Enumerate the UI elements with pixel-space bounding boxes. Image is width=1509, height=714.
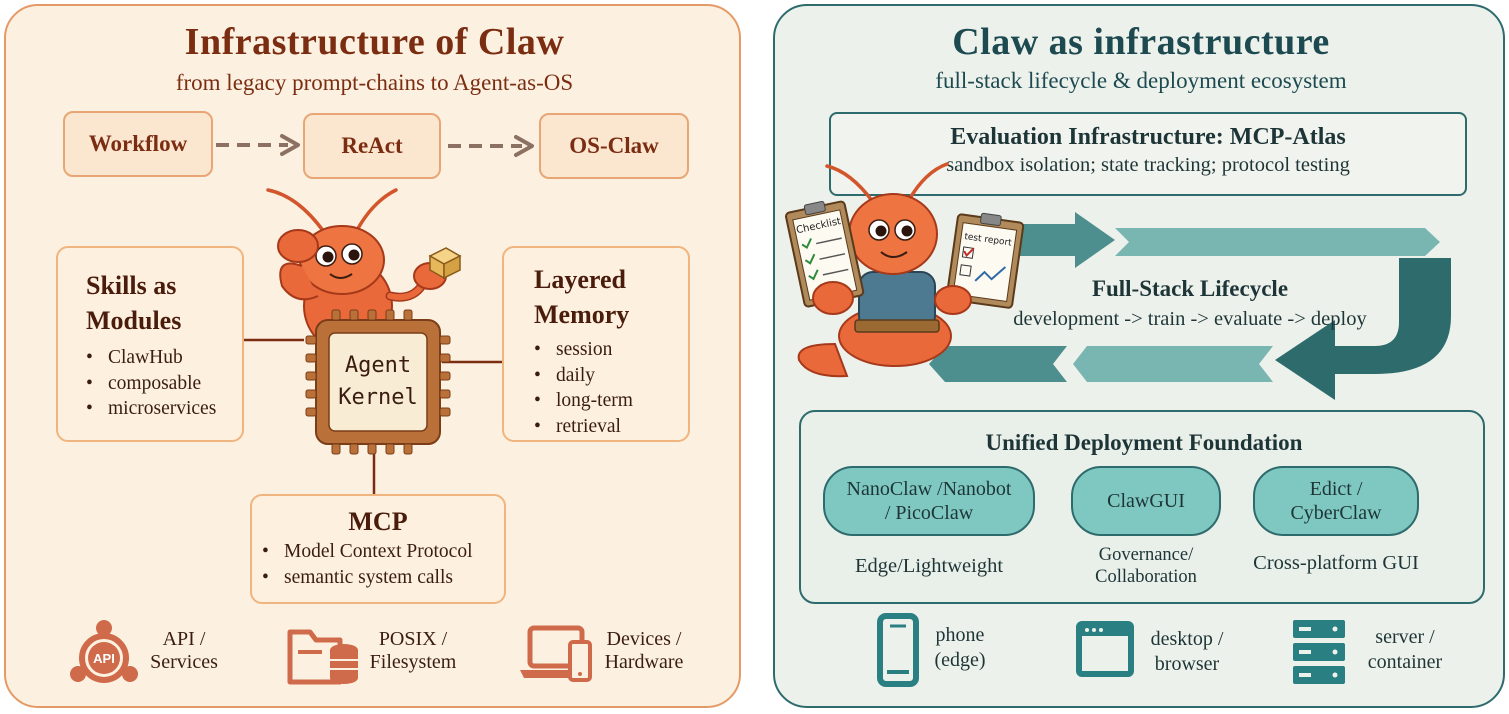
nanoclaw-pill: NanoClaw /Nanobot/ PicoClaw xyxy=(823,466,1035,536)
governance-line1: Governance/ xyxy=(1098,545,1194,565)
kernel-label-2: Kernel xyxy=(338,385,417,410)
governance-line2: Collaboration xyxy=(1095,567,1197,587)
skills-title-2: Modules xyxy=(86,306,182,335)
posix-label-2: Filesystem xyxy=(369,651,457,673)
evaluation-detail: sandbox isolation; state tracking; proto… xyxy=(946,154,1350,176)
desktop-label: desktop / browser xyxy=(1137,627,1237,677)
lifecycle-title: Full-Stack Lifecycle xyxy=(1091,276,1289,301)
skills-item: composable xyxy=(86,371,242,397)
desktop-label-2: browser xyxy=(1154,653,1220,675)
react-box: ReAct xyxy=(303,113,441,179)
agent-kernel-chip-icon: Agent Kernel xyxy=(305,309,451,455)
pill-1-line1: NanoClaw /Nanobot xyxy=(846,478,1012,500)
memory-title-1: Layered xyxy=(534,265,626,294)
deployment-title: Unified Deployment Foundation xyxy=(985,430,1303,455)
right-subtitle: full-stack lifecycle & deployment ecosys… xyxy=(935,68,1347,93)
mcp-title: MCP xyxy=(348,507,408,536)
api-services-label: API /Services xyxy=(134,628,234,674)
server-label: server / container xyxy=(1355,625,1455,675)
evolution-arrow-2 xyxy=(448,135,534,157)
server-container-icon xyxy=(1293,620,1345,684)
api-label-1: API / xyxy=(162,628,206,650)
os-claw-box: OS-Claw xyxy=(539,113,689,179)
mcp-box: MCP Model Context Protocol semantic syst… xyxy=(250,494,506,604)
right-panel: Claw as infrastructure full-stack lifecy… xyxy=(773,4,1505,708)
memory-item: retrieval xyxy=(534,414,688,440)
lobster-tester-mascot-icon: Checklist test report xyxy=(785,162,1025,378)
phone-label: phone (edge) xyxy=(925,623,995,673)
skills-box: Skills as Modules ClawHub composable micr… xyxy=(56,246,244,442)
devices-label-2: Hardware xyxy=(604,651,684,673)
api-icon-text: API xyxy=(93,651,115,666)
evaluation-title: Evaluation Infrastructure: MCP-Atlas xyxy=(950,124,1346,150)
posix-filesystem-label: POSIX /Filesystem xyxy=(358,628,468,674)
workflow-box: Workflow xyxy=(63,111,213,177)
skills-item: microservices xyxy=(86,396,242,422)
phone-icon xyxy=(877,613,919,687)
mcp-item: Model Context Protocol xyxy=(262,539,504,565)
pill-1-line2: / PicoClaw xyxy=(884,502,974,524)
evolution-arrow-1 xyxy=(216,134,300,156)
left-panel: Infrastructure of Claw from legacy promp… xyxy=(4,4,741,708)
edict-pill: Edict /CyberClaw xyxy=(1253,466,1419,536)
clawgui-pill: ClawGUI xyxy=(1071,466,1221,536)
api-label-2: Services xyxy=(150,651,218,673)
posix-filesystem-icon xyxy=(287,629,358,685)
lifecycle-loop-arrows xyxy=(929,212,1451,400)
left-diagram-svg: Agent Kernel API xyxy=(70,134,592,685)
right-diagram-svg: Checklist test report xyxy=(785,162,1451,687)
devices-hardware-icon xyxy=(520,625,592,682)
devices-hardware-label: Devices /Hardware xyxy=(594,628,694,674)
memory-title-2: Memory xyxy=(534,300,630,329)
pill-3-line2: CyberClaw xyxy=(1290,502,1382,524)
devices-label-1: Devices / xyxy=(606,628,682,650)
left-subtitle: from legacy prompt-chains to Agent-as-OS xyxy=(175,70,574,95)
phone-label-2: (edge) xyxy=(934,649,986,671)
pill-3-line1: Edict / xyxy=(1309,478,1363,500)
desktop-browser-icon xyxy=(1076,621,1134,677)
edge-lightweight-label: Edge/Lightweight xyxy=(854,555,1004,577)
left-title: Infrastructure of Claw xyxy=(184,21,565,63)
evaluation-box: Evaluation Infrastructure: MCP-Atlas san… xyxy=(829,112,1467,196)
cross-platform-label: Cross-platform GUI xyxy=(1253,552,1419,574)
server-label-2: container xyxy=(1367,651,1443,673)
mcp-item: semantic system calls xyxy=(262,565,504,591)
desktop-label-1: desktop / xyxy=(1150,628,1224,650)
right-title: Claw as infrastructure xyxy=(952,21,1330,63)
skills-title-1: Skills as xyxy=(86,271,177,300)
lifecycle-stages: development -> train -> evaluate -> depl… xyxy=(1013,308,1367,330)
memory-item: daily xyxy=(534,363,688,389)
kernel-label-1: Agent xyxy=(345,353,411,378)
api-services-icon: API xyxy=(70,620,138,683)
governance-label: Governance/Collaboration xyxy=(1071,544,1221,588)
memory-item: session xyxy=(534,337,688,363)
skills-item: ClawHub xyxy=(86,345,242,371)
phone-label-1: phone xyxy=(935,624,985,646)
memory-item: long-term xyxy=(534,388,688,414)
pill-2-line1: ClawGUI xyxy=(1107,490,1185,512)
server-label-1: server / xyxy=(1375,626,1435,648)
posix-label-1: POSIX / xyxy=(378,628,448,650)
